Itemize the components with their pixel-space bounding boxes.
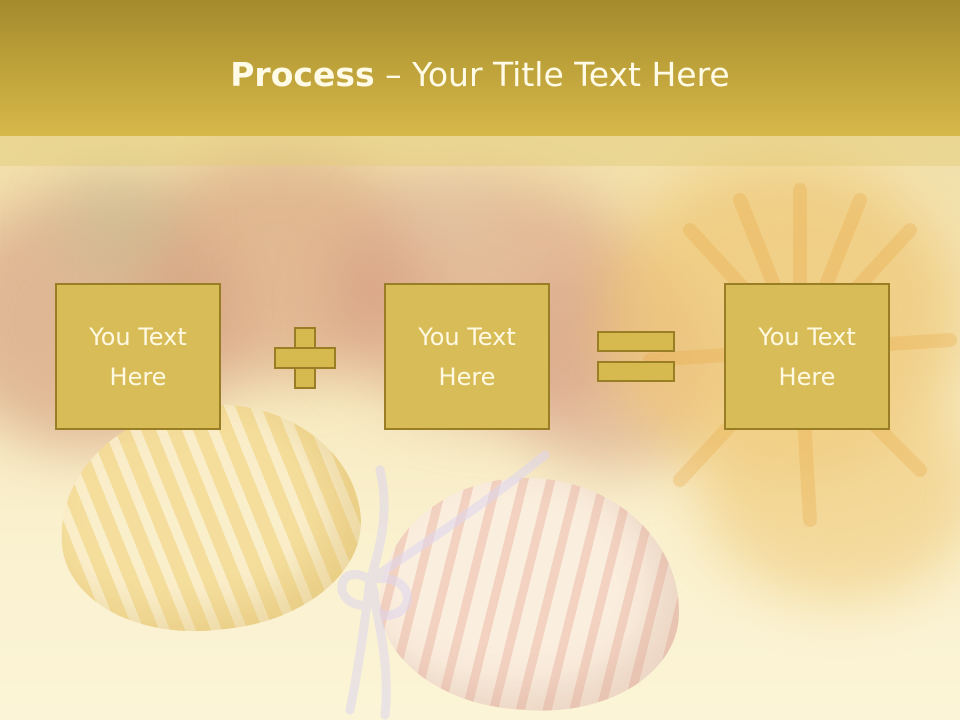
title-bar — [0, 0, 960, 136]
equals-icon — [597, 331, 675, 383]
leaf-blur — [60, 170, 180, 280]
process-box-text: You Text Here — [758, 317, 856, 397]
title-bold: Process — [230, 55, 375, 94]
process-box-3[interactable]: You Text Here — [724, 283, 890, 430]
process-box-text: You Text Here — [418, 317, 516, 397]
process-box-2[interactable]: You Text Here — [384, 283, 550, 430]
box-text-line-2: Here — [109, 362, 167, 391]
box-text-line-2: Here — [778, 362, 836, 391]
box-text-line-1: You Text — [418, 322, 516, 351]
box-text-line-2: Here — [438, 362, 496, 391]
decoration-blur — [380, 175, 500, 265]
box-text-line-1: You Text — [89, 322, 187, 351]
plus-icon — [274, 327, 336, 389]
process-box-1[interactable]: You Text Here — [55, 283, 221, 430]
process-box-text: You Text Here — [89, 317, 187, 397]
title-bar-strip — [0, 136, 960, 166]
ribbon-bow — [337, 450, 550, 720]
slide-title: Process – Your Title Text Here — [0, 54, 960, 96]
box-text-line-1: You Text — [758, 322, 856, 351]
title-rest: – Your Title Text Here — [374, 55, 730, 94]
